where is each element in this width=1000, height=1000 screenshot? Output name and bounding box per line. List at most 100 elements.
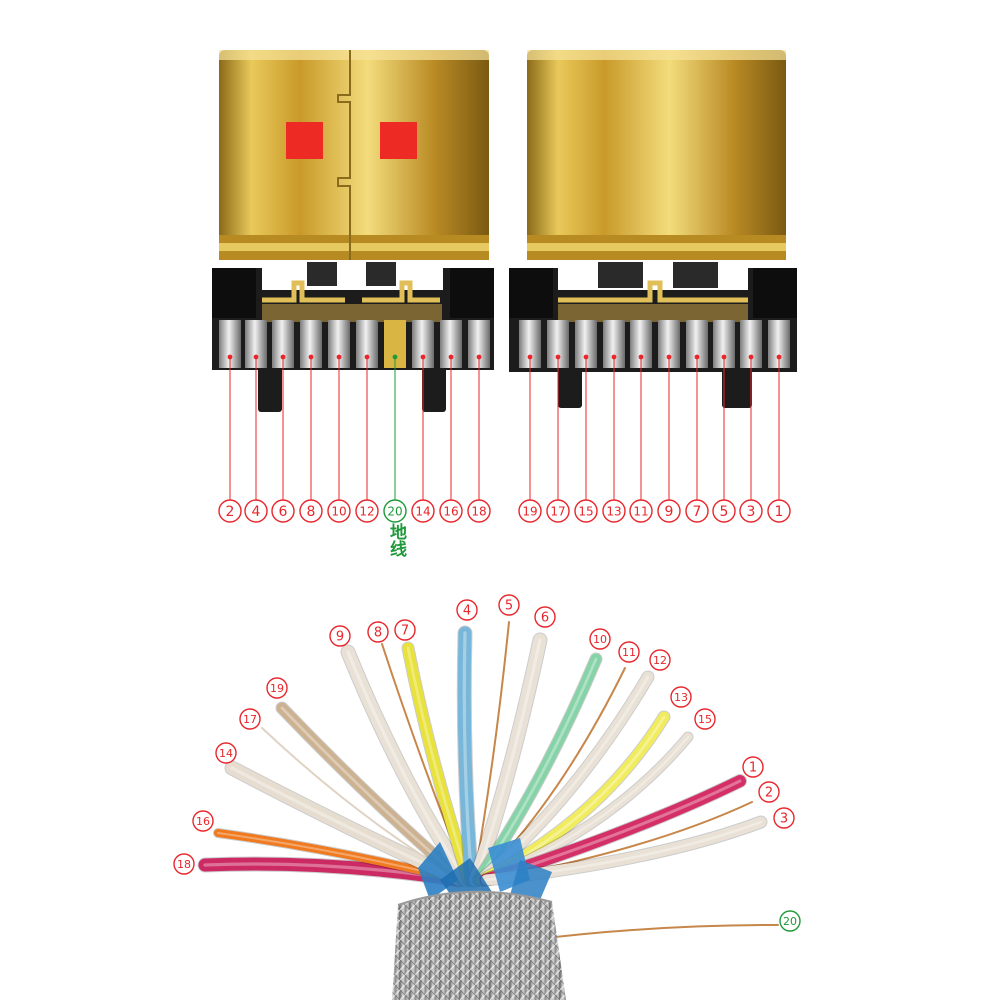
wire-label-20: 20 [779, 910, 801, 932]
pin-label-12-text: 12 [359, 504, 374, 518]
wire-label-14-text: 14 [219, 747, 233, 760]
pin-label-6: 6 [271, 499, 295, 523]
pin-label-11: 11 [629, 499, 653, 523]
pin-label-18-text: 18 [471, 504, 486, 518]
wire-label-1: 1 [742, 756, 764, 778]
wire-label-10: 10 [589, 628, 611, 650]
wire-label-1-text: 1 [749, 761, 757, 776]
pin-label-14: 14 [411, 499, 435, 523]
pin-label-15-text: 15 [578, 504, 593, 518]
wire-label-17-text: 17 [243, 713, 257, 726]
wire-7 [401, 641, 476, 887]
pin-right-11 [630, 320, 652, 368]
red-window-left [286, 122, 323, 159]
pin-right-7 [686, 320, 708, 368]
wire-label-3-text: 3 [780, 812, 788, 827]
pin-right-3 [740, 320, 762, 368]
wire-label-7-text: 7 [401, 624, 409, 639]
wire-label-10-text: 10 [593, 633, 607, 646]
pin-label-15: 15 [574, 499, 598, 523]
pin-label-13: 13 [602, 499, 626, 523]
wire-label-13: 13 [670, 686, 692, 708]
connector-left [212, 50, 494, 412]
pin-label-9: 9 [657, 499, 681, 523]
pin-left-10 [328, 320, 350, 368]
wire-label-2: 2 [758, 781, 780, 803]
ground-wire-label: 地线 [386, 522, 407, 558]
wire-label-7: 7 [394, 619, 416, 641]
pin-left-14 [412, 320, 434, 368]
pin-label-6-text: 6 [279, 504, 288, 520]
pin-label-3: 3 [739, 499, 763, 523]
pin-right-1 [768, 320, 790, 368]
pin-left-8 [300, 320, 322, 368]
pin-label-2-text: 2 [226, 504, 235, 520]
wire-label-19: 19 [266, 677, 288, 699]
pin-label-8-text: 8 [307, 504, 316, 520]
wire-label-5: 5 [498, 594, 520, 616]
red-window-right [380, 122, 417, 159]
pin-label-19-text: 19 [522, 504, 537, 518]
wire-label-17: 17 [239, 708, 261, 730]
pin-label-12: 12 [355, 499, 379, 523]
pin-label-16: 16 [439, 499, 463, 523]
pin-label-5-text: 5 [720, 504, 729, 520]
pin-label-4: 4 [244, 499, 268, 523]
wire-label-4-text: 4 [463, 604, 471, 619]
wire-label-16-text: 16 [196, 815, 210, 828]
pin-label-16-text: 16 [443, 504, 458, 518]
wire-label-15: 15 [694, 708, 716, 730]
pin-label-20: 20 [383, 499, 407, 523]
wire-label-8: 8 [367, 621, 389, 643]
pin-label-18: 18 [467, 499, 491, 523]
wire-label-5-text: 5 [505, 599, 513, 614]
wire-20 [529, 924, 779, 941]
pin-right-9 [658, 320, 680, 368]
pin-left-6 [272, 320, 294, 368]
wire-label-12-text: 12 [653, 654, 667, 667]
pin-right-15 [575, 320, 597, 368]
wire-label-3: 3 [773, 807, 795, 829]
pin-right-17 [547, 320, 569, 368]
pin-label-13-text: 13 [606, 504, 621, 518]
wire-label-6: 6 [534, 606, 556, 628]
pin-right-13 [603, 320, 625, 368]
pin-left-12 [356, 320, 378, 368]
pin-label-3-text: 3 [747, 504, 756, 520]
pin-label-9-text: 9 [665, 504, 674, 520]
pin-label-1: 1 [767, 499, 791, 523]
wire-label-15-text: 15 [698, 713, 712, 726]
pin-label-17: 17 [546, 499, 570, 523]
wire-label-18: 18 [173, 853, 195, 875]
pin-left-4 [245, 320, 267, 368]
pin-label-8: 8 [299, 499, 323, 523]
pin-left-16 [440, 320, 462, 368]
wire-label-16: 16 [192, 810, 214, 832]
pin-right-19 [519, 320, 541, 368]
wire-label-4: 4 [456, 599, 478, 621]
pin-label-7-text: 7 [693, 504, 702, 520]
wire-label-11-text: 11 [622, 646, 636, 659]
pin-left-2 [219, 320, 241, 368]
wire-label-13-text: 13 [674, 691, 688, 704]
wire-label-2-text: 2 [765, 786, 773, 801]
wire-label-18-text: 18 [177, 858, 191, 871]
wire-label-9: 9 [329, 625, 351, 647]
wire-label-20-text: 20 [783, 915, 797, 928]
wire-label-12: 12 [649, 649, 671, 671]
wire-4 [456, 625, 480, 888]
wire-label-6-text: 6 [541, 611, 549, 626]
wire-label-19-text: 19 [270, 682, 284, 695]
pin-label-17-text: 17 [550, 504, 565, 518]
pin-label-14-text: 14 [415, 504, 430, 518]
pin-label-10: 10 [327, 499, 351, 523]
pin-left-18 [468, 320, 490, 368]
pin-label-7: 7 [685, 499, 709, 523]
wire-6 [467, 632, 548, 888]
wire-label-14: 14 [215, 742, 237, 764]
wire-label-8-text: 8 [374, 626, 382, 641]
wire-label-9-text: 9 [336, 630, 344, 645]
